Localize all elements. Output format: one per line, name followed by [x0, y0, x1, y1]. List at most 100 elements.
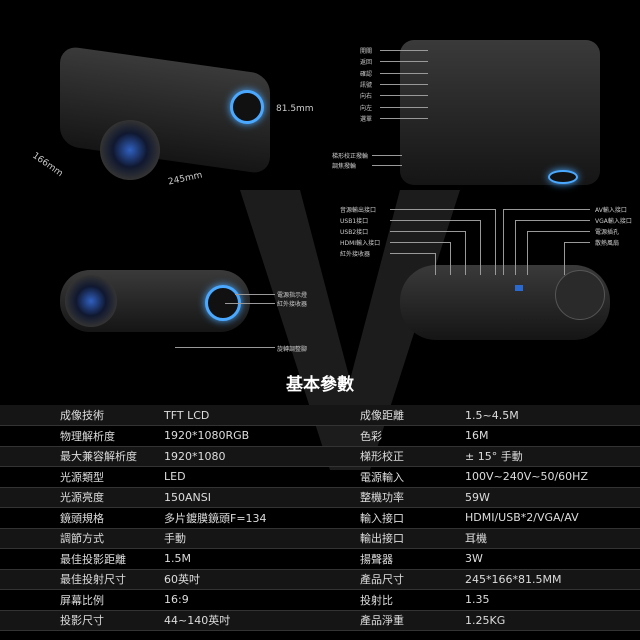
spec-value: 1.25KG — [465, 610, 640, 631]
watermark-logo — [240, 190, 460, 470]
spec-value: LED — [164, 466, 360, 488]
label-rear-port: 紅外接收器 — [340, 251, 371, 258]
label-ir-receiver-front: 紅外接收器 — [277, 301, 308, 308]
spec-value: 1920*1080RGB — [164, 425, 360, 447]
label-top-button: 選單 — [360, 115, 373, 123]
spec-value: 60英吋 — [164, 569, 360, 590]
label-rear-port: 散熱風扇 — [595, 240, 620, 247]
spec-key: 產品尺寸 — [360, 569, 465, 590]
spec-value: 59W — [465, 487, 640, 508]
leader-line — [515, 220, 590, 221]
label-top-button: 向左 — [360, 104, 373, 112]
leader-line — [380, 72, 428, 74]
label-rear-port: USB2接口 — [340, 229, 369, 236]
spec-value: 1920*1080 — [164, 446, 360, 467]
leader-line — [515, 220, 516, 275]
label-side-wheel: 調焦撥輪 — [332, 163, 357, 170]
label-rear-port: AV輸入接口 — [595, 207, 627, 214]
label-top-button: 向右 — [360, 93, 373, 101]
leader-line — [390, 220, 480, 221]
spec-key: 調節方式 — [0, 528, 164, 549]
spec-value: 16:9 — [164, 589, 360, 611]
spec-key: 輸入接口 — [360, 507, 465, 529]
spec-key: 最佳投射尺寸 — [0, 569, 164, 590]
leader-line — [564, 242, 590, 243]
spec-value: HDMI/USB*2/VGA/AV — [465, 507, 640, 529]
leader-line — [450, 242, 451, 275]
label-rear-port: VGA輸入接口 — [595, 218, 632, 225]
label-rear-port: USB1接口 — [340, 218, 369, 225]
leader-line — [503, 209, 504, 275]
leader-line — [495, 209, 496, 275]
leader-line — [564, 242, 565, 275]
label-rear-port: HDMI輸入接口 — [340, 240, 381, 247]
spec-key: 產品淨重 — [360, 610, 465, 631]
leader-line — [372, 155, 402, 156]
spec-key: 屏幕比例 — [0, 589, 164, 611]
width-dimension: 245mm — [167, 170, 204, 188]
spec-value: 100V~240V~50/60HZ — [465, 466, 640, 488]
spec-value: 1.5M — [164, 548, 360, 570]
label-rear-port: 電源插孔 — [595, 229, 620, 236]
spec-key: 投射比 — [360, 589, 465, 611]
spec-key: 鏡頭規格 — [0, 507, 164, 529]
leader-line — [527, 231, 528, 275]
spec-key: 物理解析度 — [0, 425, 164, 447]
spec-value: 耳機 — [465, 528, 640, 549]
leader-line — [380, 95, 428, 97]
spec-value: 44~140英吋 — [164, 610, 360, 631]
leader-line — [435, 253, 436, 275]
label-top-button: 訊號 — [360, 81, 373, 89]
leader-line — [372, 165, 402, 166]
leader-line — [390, 253, 435, 254]
label-side-wheel: 梯形校正撥輪 — [332, 153, 369, 160]
height-dimension: 81.5mm — [276, 104, 314, 114]
label-adjust-foot: 旋轉調整腳 — [277, 346, 308, 353]
leader-line — [380, 117, 428, 119]
spec-value: 245*166*81.5MM — [465, 569, 640, 590]
leader-line — [527, 231, 590, 232]
spec-value: 1.5~4.5M — [465, 405, 640, 426]
spec-key: 揚聲器 — [360, 548, 465, 570]
leader-line — [380, 50, 428, 51]
spec-value: 多片鍍膜鏡頭F=134 — [164, 507, 360, 529]
label-top-button: 返回 — [360, 59, 373, 67]
label-rear-port: 音源輸出接口 — [340, 207, 377, 214]
spec-key: 光源亮度 — [0, 487, 164, 508]
spec-value: 手動 — [164, 528, 360, 549]
spec-value: 16M — [465, 425, 640, 447]
leader-line — [390, 231, 465, 232]
leader-line — [380, 61, 428, 63]
spec-key: 梯形校正 — [360, 446, 465, 467]
spec-value: 3W — [465, 548, 640, 570]
spec-key: 投影尺寸 — [0, 610, 164, 631]
leader-line — [380, 83, 428, 85]
leader-line — [380, 106, 428, 108]
spec-value: 1.35 — [465, 589, 640, 611]
spec-title: 基本參數 — [286, 375, 354, 395]
label-power-indicator: 電源指示燈 — [277, 292, 308, 299]
label-top-button: 確認 — [360, 70, 373, 78]
depth-dimension: 166mm — [30, 150, 65, 180]
spec-value: ± 15° 手動 — [465, 446, 640, 467]
leader-line — [390, 209, 495, 210]
spec-key: 成像距離 — [360, 405, 465, 426]
leader-line — [480, 220, 481, 275]
spec-key: 最佳投影距離 — [0, 548, 164, 570]
spec-key: 整機功率 — [360, 487, 465, 508]
leader-line — [465, 231, 466, 275]
spec-key: 電源輸入 — [360, 466, 465, 488]
leader-line — [390, 242, 450, 243]
spec-key: 色彩 — [360, 425, 465, 447]
